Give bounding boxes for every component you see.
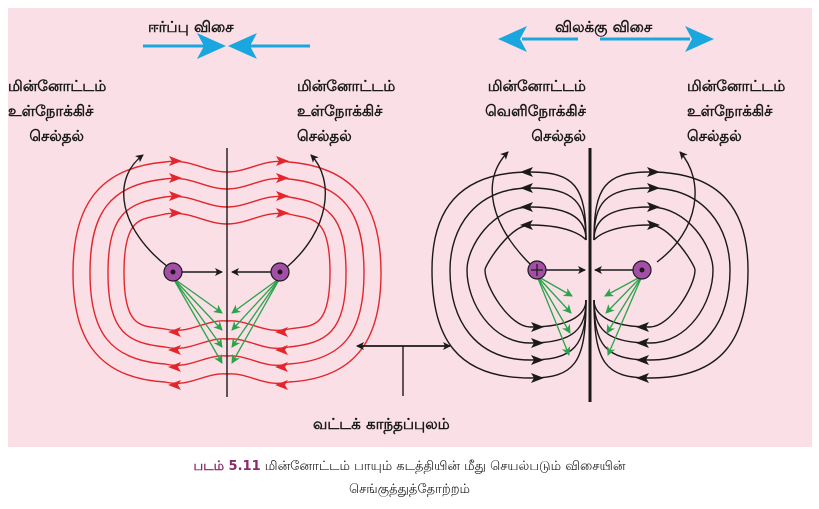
force-vector-arrow [605, 275, 643, 314]
label-line: உள்நோக்கிச் [8, 102, 94, 120]
field-arrowhead [636, 338, 649, 348]
label-pointer [123, 154, 169, 268]
field-label-bracket [356, 342, 451, 396]
field-arrowhead [168, 327, 181, 337]
field-arrowhead [520, 202, 533, 212]
label-line: மின்னோட்டம் [297, 77, 396, 95]
force-vector-arrow [604, 275, 643, 297]
repulsion-arrows-icon [498, 26, 714, 52]
wire-into-page-icon [632, 260, 652, 280]
field-line [593, 206, 714, 344]
label-line: உள்நோக்கிச் [687, 102, 773, 120]
field-arrowhead [276, 191, 289, 201]
wire-into-page-icon [270, 262, 290, 282]
label-line: உள்நோக்கிச் [297, 102, 383, 120]
field-arrowhead [647, 167, 660, 177]
force-vector-arrow [231, 277, 281, 348]
field-arrowhead [636, 322, 649, 332]
wire-out-of-page-icon [527, 260, 547, 280]
field-line [466, 206, 587, 344]
force-vectors [172, 275, 643, 364]
field-arrowhead [168, 345, 181, 355]
field-arrowhead [276, 208, 289, 218]
force-vector-arrow [536, 275, 571, 356]
field-arrowhead [531, 355, 544, 365]
left-field-lines [72, 156, 382, 390]
force-vector-arrow [172, 277, 223, 331]
incoming-wire-label: மின்னோட்டம் உள்நோக்கிச் செல்தல் [687, 74, 785, 149]
field-arrowhead [520, 183, 533, 193]
field-arrowhead [168, 362, 181, 372]
label-line: மின்னோட்டம் [687, 77, 786, 95]
force-vector-arrow [172, 277, 223, 364]
force-vector-arrow [172, 277, 223, 314]
force-vector-arrow [607, 275, 643, 356]
field-arrowhead [275, 345, 288, 355]
force-vector-arrow [536, 275, 573, 297]
label-pointer [656, 151, 696, 263]
force-vector-arrow [536, 275, 572, 314]
field-line [484, 224, 587, 328]
field-arrowhead [636, 355, 649, 365]
wire-into-page-icon [163, 262, 183, 282]
field-arrowhead [647, 220, 660, 230]
field-arrowhead [647, 183, 660, 193]
field-line [123, 212, 331, 331]
label-pointer [286, 154, 326, 268]
figure-number: படம் 5.11 [193, 459, 261, 474]
left-wire-label: மின்னோட்டம் உள்நோக்கிச் செல்தல் [8, 74, 107, 149]
attraction-arrows-icon [143, 33, 310, 59]
field-arrowhead [276, 173, 289, 183]
force-vector-arrow [172, 277, 223, 348]
label-line: செல்தல் [531, 127, 586, 145]
field-arrowhead [168, 380, 181, 390]
circular-field-label: வட்டக் காந்தப்புலம் [313, 415, 450, 433]
field-arrowhead [276, 156, 289, 166]
field-arrowhead [531, 373, 544, 383]
field-arrowhead [520, 167, 533, 177]
force-vector-arrow [231, 277, 281, 314]
field-arrowhead [275, 327, 288, 337]
label-line: செல்தல் [297, 127, 352, 145]
field-arrowhead [531, 322, 544, 332]
repulsion-force-label: விலக்கு விசை [555, 18, 653, 36]
field-line [593, 171, 749, 379]
label-line: மின்னோட்டம் [8, 77, 107, 95]
label-line: செல்தல் [29, 127, 84, 145]
field-arrowhead [275, 380, 288, 390]
field-line [593, 224, 696, 328]
label-pointer [491, 151, 533, 267]
force-vector-arrow [231, 277, 281, 364]
field-line [449, 187, 587, 361]
field-arrowhead [647, 202, 660, 212]
attraction-force-label: ஈர்ப்பு விசை [148, 18, 234, 36]
force-vector-arrow [606, 275, 643, 334]
field-line [431, 171, 587, 379]
field-arrowhead [531, 338, 544, 348]
label-line: மின்னோட்டம் [487, 77, 586, 95]
field-arrowhead [169, 191, 182, 201]
field-arrowhead [636, 373, 649, 383]
outgoing-wire-label: மின்னோட்டம் வெளிநோக்கிச் செல்தல் [440, 74, 586, 149]
label-line: செல்தல் [687, 127, 742, 145]
right-field-lines [431, 167, 749, 383]
caption-line-2: செங்குத்துத்தோற்றம் [348, 482, 471, 497]
figure-caption: படம் 5.11 மின்னோட்டம் பாயும் கடத்தியின் … [0, 459, 819, 475]
field-arrowhead [520, 220, 533, 230]
label-line: வெளிநோக்கிச் [485, 102, 586, 120]
field-arrowhead [169, 208, 182, 218]
field-arrowhead [169, 156, 182, 166]
field-line [107, 195, 347, 349]
field-line [593, 187, 731, 361]
diagram-panel [8, 8, 812, 447]
field-arrowhead [275, 362, 288, 372]
force-vector-arrow [536, 275, 571, 334]
field-arrowhead [169, 173, 182, 183]
force-vector-arrow [231, 277, 281, 331]
right-wire-label: மின்னோட்டம் உள்நோக்கிச் செல்தல் [297, 74, 395, 149]
caption-line-1: மின்னோட்டம் பாயும் கடத்தியின் மீது செயல்… [264, 459, 626, 474]
